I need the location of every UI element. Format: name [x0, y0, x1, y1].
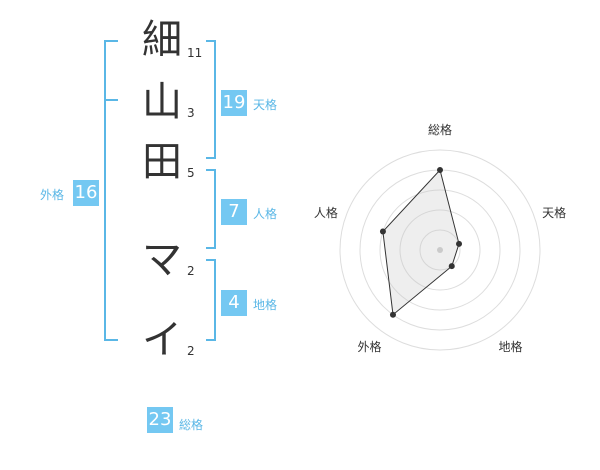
radar-point-3: [448, 263, 455, 270]
name-char-1: 細: [142, 17, 182, 63]
tenkaku-bracket: [206, 40, 216, 159]
radar-ring: [399, 209, 481, 291]
gaikaku-label: 外格: [40, 188, 65, 202]
soukaku-value: 23: [147, 407, 173, 433]
radar-axis-label-1: 総格: [428, 122, 452, 137]
name-char-2: 山: [142, 79, 182, 125]
name-char-3: 田: [142, 139, 182, 185]
tenkaku-label: 天格: [253, 98, 278, 112]
soukaku-label: 総格: [179, 418, 204, 432]
tenkaku-value: 19: [221, 90, 247, 116]
jinkaku-label: 人格: [253, 207, 278, 221]
radar-point-5: [379, 228, 386, 235]
jinkaku-bracket: [206, 169, 216, 249]
radar-axis-label-2: 天格: [542, 205, 566, 220]
stroke-count-5: 2: [187, 344, 195, 358]
radar-axis-label-3: 地格: [498, 339, 522, 354]
gaikaku-value: 16: [73, 180, 99, 206]
jinkaku-value: 7: [221, 199, 247, 225]
stroke-count-1: 11: [187, 46, 203, 60]
stroke-count-3: 5: [187, 166, 195, 180]
chikaku-bracket: [206, 259, 216, 341]
name-char-5: イ: [142, 317, 182, 363]
radar-ring: [419, 229, 461, 271]
radar-point-2: [456, 240, 463, 247]
radar-point-1: [437, 167, 443, 173]
radar-ring: [379, 189, 501, 311]
radar-center: [437, 247, 443, 253]
stroke-count-2: 3: [187, 106, 195, 120]
chikaku-label: 地格: [253, 298, 278, 312]
radar-area: [382, 168, 460, 316]
radar-axis-label-5: 人格: [314, 205, 338, 220]
name-char-4: マ: [142, 237, 182, 283]
chikaku-value: 4: [221, 290, 247, 316]
radar-point-4: [389, 311, 396, 318]
stroke-count-4: 2: [187, 264, 195, 278]
radar-axis-label-4: 外格: [357, 339, 381, 354]
radar-ring: [339, 149, 541, 351]
gaikaku-bracket: [104, 40, 118, 341]
